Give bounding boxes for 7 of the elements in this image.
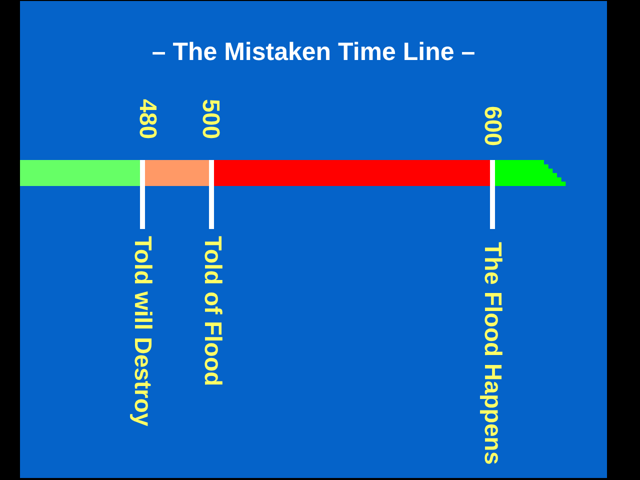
slide-title: – The Mistaken Time Line – — [150, 37, 476, 67]
event-label: The Flood Happens — [479, 242, 505, 465]
year-number: 600 — [479, 106, 505, 146]
event-label: Told will Destroy — [129, 236, 155, 426]
year-number: 500 — [197, 99, 223, 140]
event-label: Told of Flood — [199, 236, 225, 386]
year-number: 480 — [134, 99, 160, 140]
